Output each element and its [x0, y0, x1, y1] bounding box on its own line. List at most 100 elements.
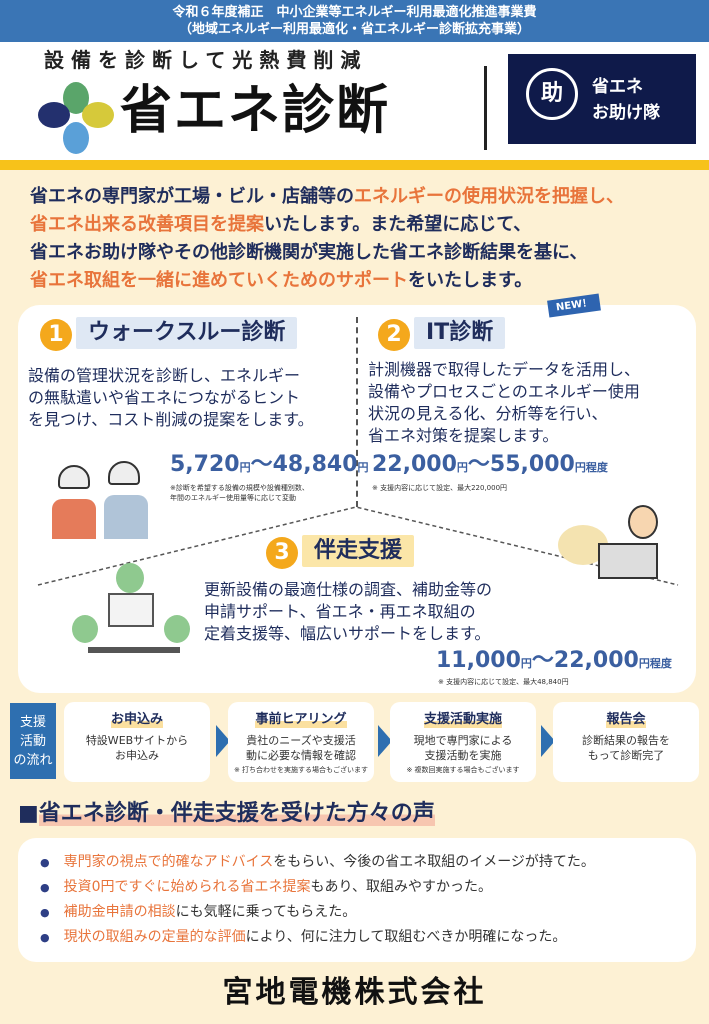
step-description: お申込み — [115, 749, 159, 762]
price-min: 22,000 — [372, 452, 457, 477]
tilde: 〜 — [250, 452, 273, 477]
voice-text: もあり、取組みやすかった。 — [310, 879, 492, 895]
service-description: 状況の見える化、分析等を行い、 — [368, 404, 608, 423]
tagline: 設備を診断して光熱費削減 — [44, 48, 368, 72]
banner-line-1: 令和６年度補正 中小企業等エネルギー利用最適化推進事業費 — [172, 5, 537, 20]
step-description: 動に必要な情報を確認 — [246, 749, 356, 762]
partner-name-1: 省エネ — [592, 77, 643, 97]
step-title: 事前ヒアリング — [255, 712, 347, 728]
service-description: 申請サポート、省エネ・再エネ取組の — [204, 602, 476, 621]
divider — [356, 317, 358, 507]
company-name: 宮地電機株式会社 — [222, 975, 487, 1010]
price-max: 48,840 — [272, 452, 358, 477]
divider — [0, 160, 709, 170]
laptop-analysis-illustration — [558, 495, 678, 585]
arrow-right-icon — [216, 725, 230, 757]
service-price: 11,000円〜22,000円程度 — [436, 649, 672, 676]
divider — [484, 66, 487, 150]
voices-list: 専門家の視点で的確なアドバイスをもらい、今後の省エネ取組のイメージが持てた。 投… — [18, 838, 696, 962]
partner-logo: 助 省エネお助け隊 — [508, 54, 696, 144]
price-max: 55,000 — [489, 452, 575, 477]
yen: 円 — [638, 657, 650, 670]
yen: 円 — [456, 461, 468, 474]
price-suffix: 程度 — [585, 461, 608, 474]
list-item: 投資0円ですぐに始められる省エネ提案もあり、取組みやすかった。 — [40, 875, 696, 900]
price-min: 11,000 — [436, 648, 521, 673]
arrow-right-icon — [378, 725, 392, 757]
service-title: IT診断 — [414, 317, 506, 349]
flow-step-hearing: 事前ヒアリング 貴社のニーズや支援活動に必要な情報を確認 ※ 打ち合わせを実施す… — [228, 702, 374, 782]
step-note: ※ 複数回実施する場合もございます — [406, 766, 520, 774]
number-badge: 3 — [266, 537, 298, 569]
price-note: 年間のエネルギー使用量等に応じて変動 — [170, 494, 296, 502]
price-min: 5,720 — [170, 452, 240, 477]
voice-text: をもらい、今後の省エネ取組のイメージが持てた。 — [273, 854, 595, 870]
service-description: 設備の管理状況を診断し、エネルギー — [28, 366, 301, 385]
service-description: 更新設備の最適仕様の調査、補助金等の — [204, 580, 493, 599]
list-item: 専門家の視点で的確なアドバイスをもらい、今後の省エネ取組のイメージが持てた。 — [40, 850, 696, 875]
new-badge: NEW！ — [547, 293, 602, 318]
step-title: お申込み — [110, 712, 163, 728]
service-description: 計測機器で取得したデータを活用し、 — [368, 360, 641, 379]
service-description: 定着支援等、幅広いサポートをします。 — [204, 624, 491, 643]
step-description: 診断結果の報告を — [582, 734, 670, 747]
step-note: ※ 打ち合わせを実施する場合もございます — [233, 766, 369, 774]
flow-step-support: 支援活動実施 現地で専門家による支援活動を実施 ※ 複数回実施する場合もございま… — [390, 702, 536, 782]
intro-highlight: エネルギーの使用状況を把握し、 — [354, 186, 624, 207]
step-title: 支援活動実施 — [423, 712, 502, 728]
tilde: 〜 — [531, 648, 554, 673]
voice-highlight: 投資0円ですぐに始められる省エネ提案 — [63, 879, 311, 895]
bulb-logo-icon: 助 — [526, 68, 578, 120]
yen: 円 — [520, 657, 532, 670]
voices-title: ■省エネ診断・伴走支援を受けた方々の声 — [18, 800, 435, 828]
yen: 円 — [239, 461, 251, 474]
step-description: 支援活動を実施 — [424, 749, 502, 762]
intro-highlight: 省エネ取組を一緒に進めていくためのサポート — [30, 270, 408, 291]
voices-title-text: 省エネ診断・伴走支援を受けた方々の声 — [38, 801, 435, 826]
partner-name-2: お助け隊 — [592, 103, 660, 123]
intro-text: をいたします。 — [408, 270, 533, 291]
price-note: ※診断を希望する設備の規模や設備種別数、 — [170, 484, 309, 492]
flow-label-text: 支援 — [19, 715, 46, 730]
number-badge: 1 — [40, 319, 72, 351]
voice-highlight: 補助金申請の相談 — [63, 904, 176, 920]
voice-highlight: 現状の取組みの定量的な評価 — [63, 929, 246, 945]
arrow-right-icon — [541, 725, 555, 757]
workers-illustration — [48, 455, 158, 545]
service-description: 設備やプロセスごとのエネルギー使用 — [368, 382, 640, 401]
step-description: 貴社のニーズや支援活 — [246, 734, 356, 747]
intro-text: 省エネの専門家が工場・ビル・店舗等のエネルギーの使用状況を把握し、 省エネ出来る… — [30, 183, 624, 295]
list-item: 補助金申請の相談にも気軽に乗ってもらえた。 — [40, 900, 696, 925]
voice-text: により、何に注力して取組むべきか明確になった。 — [245, 929, 567, 945]
page-title: 省エネ診断 — [120, 81, 391, 141]
intro-text: いたします。また希望に応じて、 — [264, 214, 532, 235]
program-banner: 令和６年度補正 中小企業等エネルギー利用最適化推進事業費 （地域エネルギー利用最… — [0, 0, 709, 42]
flow-label: 支援 活動 の流れ — [10, 703, 56, 779]
price-suffix: 程度 — [649, 657, 672, 670]
list-item: 現状の取組みの定量的な評価により、何に注力して取組むべきか明確になった。 — [40, 925, 696, 950]
intro-highlight: 省エネ出来る改善項目を提案 — [30, 214, 264, 235]
service-price: 22,000円〜55,000円程度 — [372, 453, 608, 480]
service-description: 省エネ対策を提案します。 — [368, 426, 559, 445]
yen: 円 — [574, 461, 586, 474]
service-title: ウォークスルー診断 — [76, 317, 298, 349]
step-description: 現地で専門家による — [413, 734, 513, 747]
voice-text: にも気軽に乗ってもらえた。 — [175, 904, 357, 920]
clover-logo-icon — [38, 82, 114, 154]
voice-highlight: 専門家の視点で的確なアドバイス — [63, 854, 274, 870]
tilde: 〜 — [467, 452, 490, 477]
step-description: もって診断完了 — [587, 749, 665, 762]
price-note: ※ 支援内容に応じて設定、最大48,840円 — [438, 678, 569, 686]
service-title: 伴走支援 — [302, 535, 415, 567]
banner-line-2: （地域エネルギー利用最適化・省エネルギー診断拡充事業） — [178, 22, 530, 37]
flow-label-text: の流れ — [13, 753, 53, 768]
price-max: 22,000 — [553, 648, 639, 673]
intro-text: 省エネの専門家が工場・ビル・店舗等の — [30, 186, 354, 207]
square-bullet-icon: ■ — [18, 801, 39, 826]
meeting-illustration — [68, 563, 198, 673]
price-note: ※ 支援内容に応じて設定、最大220,000円 — [372, 484, 508, 492]
flow-step-apply: お申込み 特設WEBサイトからお申込み — [64, 702, 210, 782]
step-description: 特設WEBサイトから — [85, 734, 189, 747]
intro-text: 省エネお助け隊やその他診断機関が実施した省エネ診断結果を基に、 — [30, 242, 588, 263]
flow-label-text: 活動 — [19, 734, 46, 749]
